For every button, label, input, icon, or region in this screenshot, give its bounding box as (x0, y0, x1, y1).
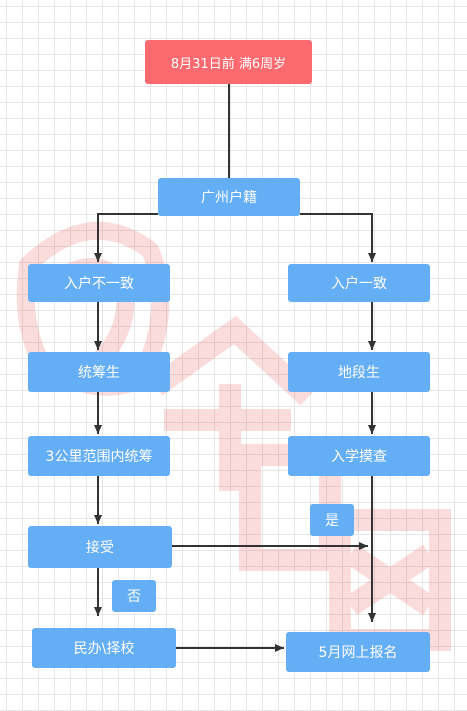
online-registration-node: 5月网上报名 (286, 632, 430, 672)
household-match-node: 入户一致 (288, 264, 430, 302)
private-school-choice-node: 民办\择校 (32, 628, 176, 668)
within-3km-node: 3公里范围内统筹 (28, 436, 170, 476)
start-node: 8月31日前 满6周岁 (145, 40, 312, 84)
edge-hukou-to-left (94, 213, 158, 262)
no-label: 否 (112, 580, 156, 612)
household-mismatch-node: 入户不一致 (28, 264, 170, 302)
enrollment-survey-node: 入学摸查 (288, 436, 430, 476)
accept-node: 接受 (28, 526, 172, 568)
edge-hukou-to-right (300, 213, 376, 262)
yes-label: 是 (310, 504, 354, 536)
guangzhou-hukou-node: 广州户籍 (158, 178, 300, 216)
coordinated-student-node: 统筹生 (28, 352, 170, 392)
district-student-node: 地段生 (288, 352, 430, 392)
